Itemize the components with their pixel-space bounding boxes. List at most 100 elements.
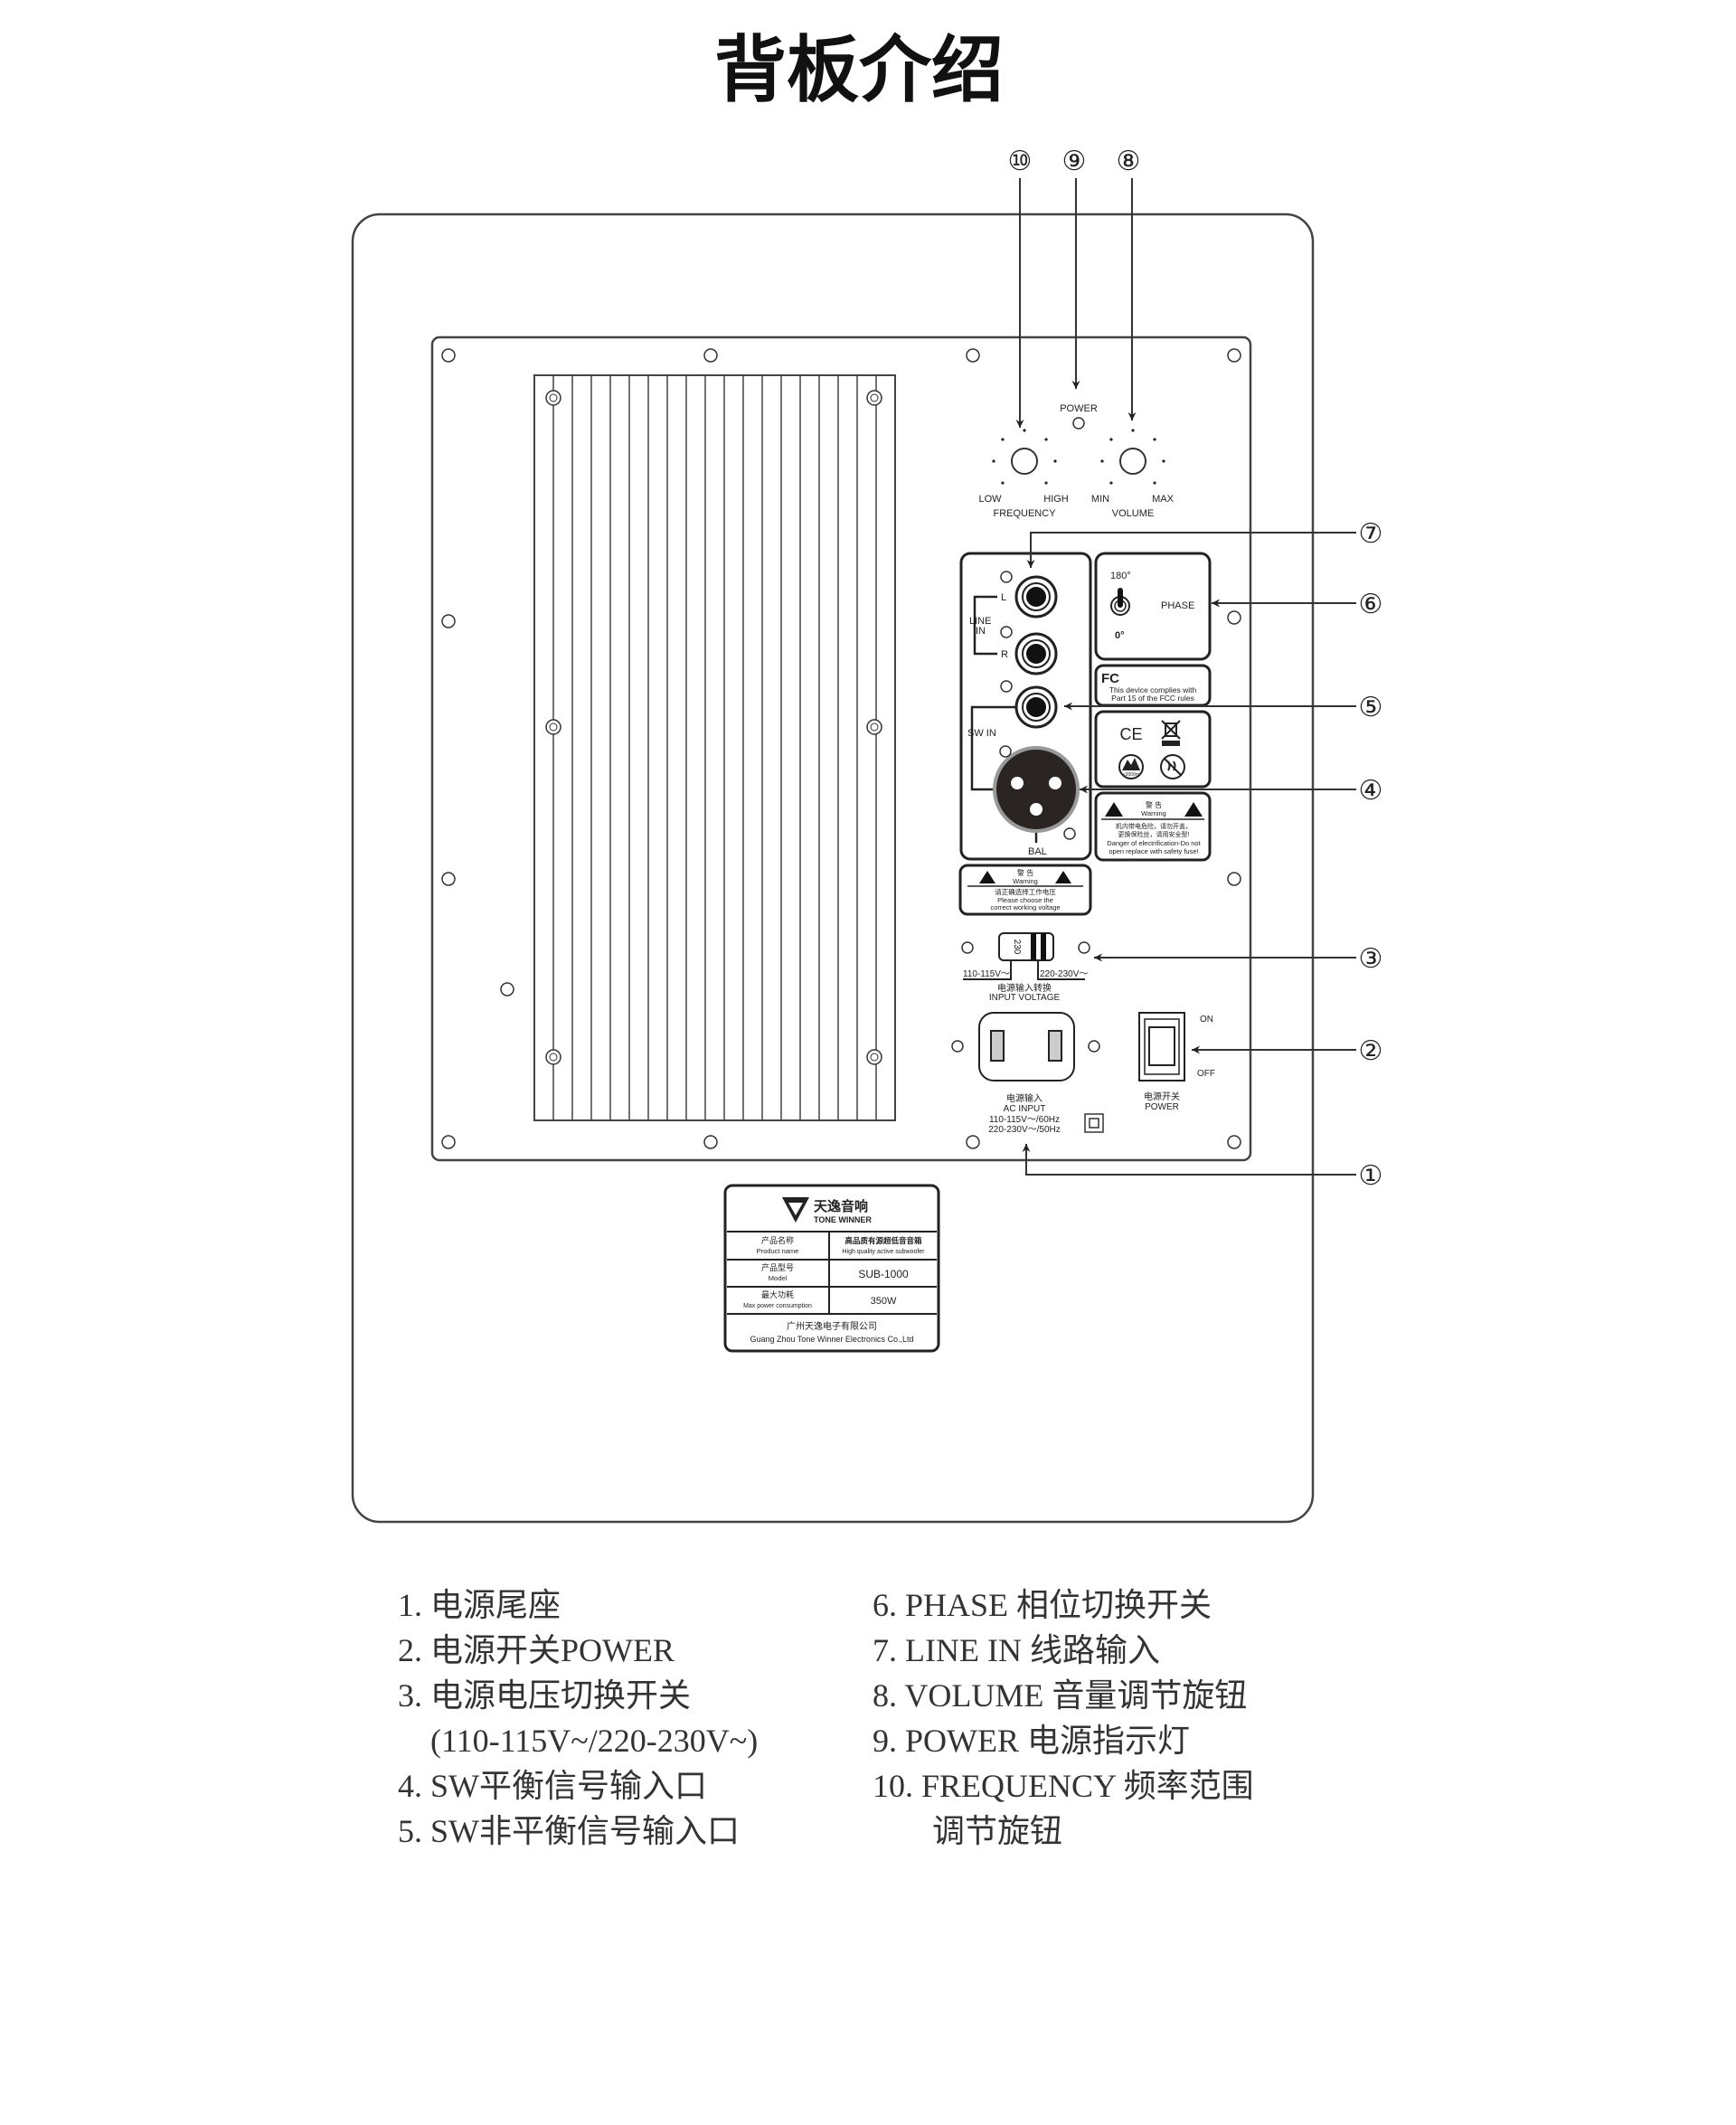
- scale-dot: [1001, 438, 1005, 441]
- voltage-low-label: 110-115V～: [963, 969, 1010, 979]
- input-voltage-cn: 电源输入转换: [997, 982, 1052, 994]
- freq-low-label: LOW: [978, 494, 1002, 505]
- scale-dot: [1109, 481, 1113, 485]
- legend-item: 10. FREQUENCY 频率范围: [873, 1768, 1254, 1804]
- rca-line-in-left[interactable]: [1014, 575, 1058, 619]
- volume-label: VOLUME: [1112, 508, 1154, 519]
- callout-4: ④: [1359, 776, 1383, 806]
- screw-icon: [441, 348, 456, 363]
- selector-screws: [951, 941, 1100, 1053]
- sw-in-label: SW IN: [967, 728, 996, 739]
- screw-icon: [703, 348, 718, 363]
- company-en: Guang Zhou Tone Winner Electronics Co.,L…: [750, 1335, 914, 1344]
- screw-icon: [870, 1053, 879, 1062]
- callout-8: ⑧: [1117, 146, 1141, 176]
- altitude-icon: ≤2000m: [1118, 754, 1144, 779]
- scale-dot: [1109, 438, 1113, 441]
- vol-max-label: MAX: [1152, 494, 1175, 505]
- screw-icon: [549, 722, 558, 732]
- company-cn: 广州天逸电子有限公司: [787, 1320, 877, 1332]
- vol-min-label: MIN: [1091, 494, 1109, 505]
- screw-icon: [441, 614, 456, 628]
- warning-text-2: 更换保险丝，请用安全型!: [1118, 830, 1190, 838]
- screw-icon: [441, 872, 456, 886]
- power-led-label: POWER: [1060, 403, 1098, 414]
- callout-3: ③: [1359, 944, 1383, 974]
- frequency-label: FREQUENCY: [993, 508, 1056, 519]
- legend-item: 4. SW平衡信号输入口: [398, 1768, 708, 1804]
- screw-icon: [500, 982, 514, 996]
- warning-cn: 警 告: [1146, 800, 1162, 809]
- top-callouts: ⑩ ⑨ ⑧: [1008, 146, 1141, 176]
- product-name-key-en: Product name: [757, 1247, 799, 1255]
- scale-dot: [1162, 459, 1165, 463]
- scale-dot: [992, 459, 995, 463]
- rca-line-in-right[interactable]: [1014, 632, 1058, 675]
- legend-right: 6. PHASE 相位切换开关 7. LINE IN 线路输入 8. VOLUM…: [873, 1582, 1254, 1854]
- ac-input-spec-2: 220-230V～/50Hz: [988, 1125, 1061, 1135]
- freq-high-label: HIGH: [1043, 494, 1069, 505]
- legend-left: 1. 电源尾座 2. 电源开关POWER 3. 电源电压切换开关 (110-11…: [398, 1582, 758, 1854]
- scale-dot: [1131, 429, 1135, 432]
- model-key-en: Model: [769, 1274, 788, 1282]
- warning-en: Warning: [1141, 809, 1166, 817]
- heatsink: [533, 374, 896, 1121]
- phase-panel: [1094, 552, 1212, 661]
- scale-dot: [1001, 481, 1005, 485]
- xlr-balanced-input[interactable]: [993, 746, 1080, 843]
- scale-dot: [1153, 481, 1156, 485]
- frequency-knob[interactable]: [1011, 448, 1038, 475]
- product-name-value-en: High quality active subwoofer: [842, 1249, 925, 1255]
- power-on-label: ON: [1200, 1015, 1213, 1025]
- power-switch-en: POWER: [1145, 1102, 1179, 1112]
- tone-winner-logo: [782, 1197, 809, 1223]
- volume-knob[interactable]: [1119, 448, 1146, 475]
- plate-screws: [441, 348, 1241, 1149]
- model-key-cn: 产品型号: [761, 1262, 794, 1272]
- power-rocker-switch[interactable]: [1138, 1012, 1185, 1081]
- warning-label-voltage: [958, 864, 1092, 916]
- phase-0-label: 0°: [1115, 630, 1125, 641]
- legend-item: 9. POWER 电源指示灯: [873, 1723, 1191, 1759]
- certification-label: [1094, 710, 1212, 789]
- legend-item: (110-115V~/220-230V~): [430, 1723, 759, 1759]
- power-key-cn: 最大功耗: [761, 1289, 794, 1299]
- legend-item: 1. 电源尾座: [398, 1587, 561, 1623]
- legend-item: 6. PHASE 相位切换开关: [873, 1587, 1212, 1623]
- in-label: IN: [976, 626, 986, 637]
- scale-dot: [1023, 429, 1026, 432]
- voltage-warning-en: Warning: [1013, 877, 1038, 885]
- phase-switch[interactable]: [1110, 588, 1130, 616]
- voltage-high-label: 220-230V～: [1040, 969, 1088, 979]
- rca-sw-in[interactable]: [1014, 685, 1058, 729]
- power-value: 350W: [871, 1296, 897, 1307]
- callout-7: ⑦: [1359, 519, 1383, 549]
- knob-scale-dots: [992, 429, 1165, 485]
- ce-mark: CE: [1119, 725, 1142, 743]
- ac-input-socket[interactable]: [978, 1012, 1075, 1081]
- voltage-leader-lines: [963, 960, 1085, 980]
- fcc-logo: FC: [1101, 671, 1119, 686]
- warning-text-1: 机内带电危险，请勿开盖，: [1116, 822, 1192, 830]
- legend-item: 调节旋钮: [932, 1813, 1063, 1849]
- weee-bin-icon: [1161, 720, 1181, 746]
- voltage-warning-text-3: correct working voltage: [990, 903, 1060, 911]
- legend-item: 3. 电源电压切换开关: [398, 1677, 692, 1714]
- line-in-l-label: L: [1001, 592, 1006, 603]
- phase-180-label: 180°: [1110, 571, 1131, 581]
- screw-icon: [1227, 348, 1241, 363]
- power-key-en: Max power consumption: [743, 1303, 812, 1309]
- line-in-bracket: [970, 595, 1017, 791]
- no-tropical-icon: [1160, 754, 1185, 779]
- ac-input-cn: 电源输入: [1006, 1092, 1043, 1104]
- voltage-warning-cn: 警 告: [1017, 868, 1033, 877]
- voltage-selector-switch[interactable]: 230: [998, 932, 1054, 961]
- power-off-label: OFF: [1197, 1069, 1215, 1079]
- legend-item: 2. 电源开关POWER: [398, 1632, 675, 1668]
- screw-icon: [966, 1135, 980, 1149]
- input-indicator-holes: [999, 571, 1076, 840]
- voltage-switch-value: 230: [1012, 940, 1022, 955]
- model-value: SUB-1000: [858, 1268, 909, 1280]
- warning-label-electrification: [1094, 791, 1212, 862]
